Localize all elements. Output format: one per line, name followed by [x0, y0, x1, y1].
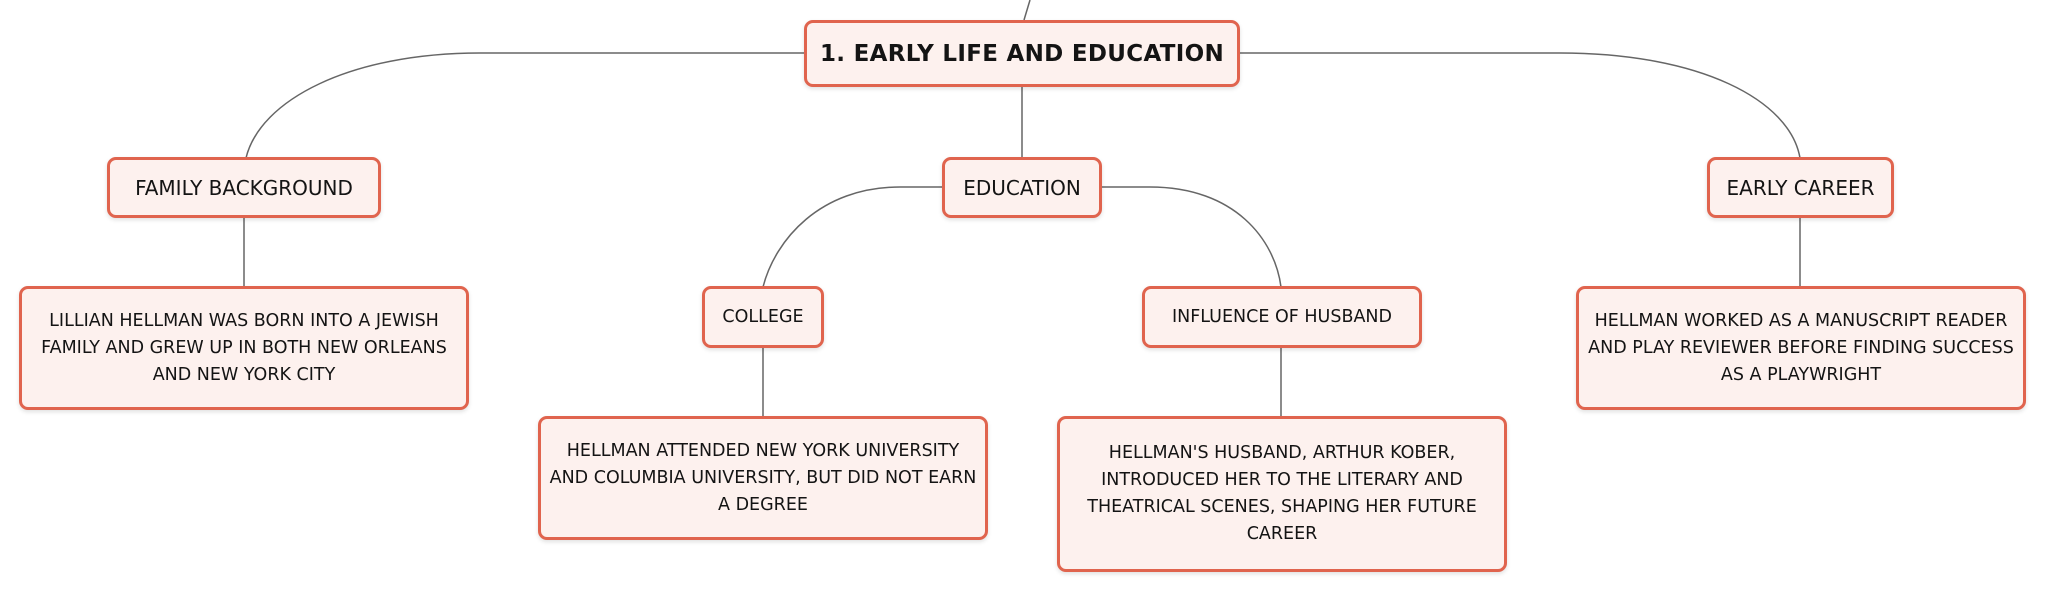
- education-node[interactable]: EDUCATION: [942, 157, 1102, 218]
- connector-upstream: [1023, 0, 1031, 21]
- college-detail: HELLMAN ATTENDED NEW YORK UNIVERSITY AND…: [549, 440, 977, 515]
- early-career-detail-node[interactable]: HELLMAN WORKED AS A MANUSCRIPT READER AN…: [1576, 286, 2026, 410]
- influence-of-husband-label: INFLUENCE OF HUSBAND: [1171, 307, 1392, 327]
- college-label: COLLEGE: [722, 307, 804, 327]
- early-career-detail: HELLMAN WORKED AS A MANUSCRIPT READER AN…: [1588, 310, 2014, 385]
- connector-education-college: [762, 186, 943, 288]
- education-label: EDUCATION: [963, 175, 1081, 200]
- early-career-node[interactable]: EARLY CAREER: [1707, 157, 1894, 218]
- college-node[interactable]: COLLEGE: [702, 286, 824, 348]
- connector-root-career: [1240, 52, 1801, 159]
- root-node-label: 1. EARLY LIFE AND EDUCATION: [819, 40, 1225, 67]
- connector-root-family: [245, 52, 805, 159]
- early-career-label: EARLY CAREER: [1726, 175, 1875, 200]
- family-background-node[interactable]: FAMILY BACKGROUND: [107, 157, 381, 218]
- family-background-detail-node[interactable]: LILLIAN HELLMAN WAS BORN INTO A JEWISH F…: [19, 286, 469, 410]
- influence-of-husband-detail: HELLMAN'S HUSBAND, ARTHUR KOBER, INTRODU…: [1087, 443, 1477, 544]
- influence-of-husband-detail-node[interactable]: HELLMAN'S HUSBAND, ARTHUR KOBER, INTRODU…: [1057, 416, 1507, 572]
- family-background-detail: LILLIAN HELLMAN WAS BORN INTO A JEWISH F…: [41, 310, 447, 385]
- college-detail-node[interactable]: HELLMAN ATTENDED NEW YORK UNIVERSITY AND…: [538, 416, 988, 540]
- root-node[interactable]: 1. EARLY LIFE AND EDUCATION: [804, 20, 1240, 87]
- family-background-label: FAMILY BACKGROUND: [135, 175, 353, 200]
- connector-education-husband: [1101, 186, 1282, 288]
- influence-of-husband-node[interactable]: INFLUENCE OF HUSBAND: [1142, 286, 1422, 348]
